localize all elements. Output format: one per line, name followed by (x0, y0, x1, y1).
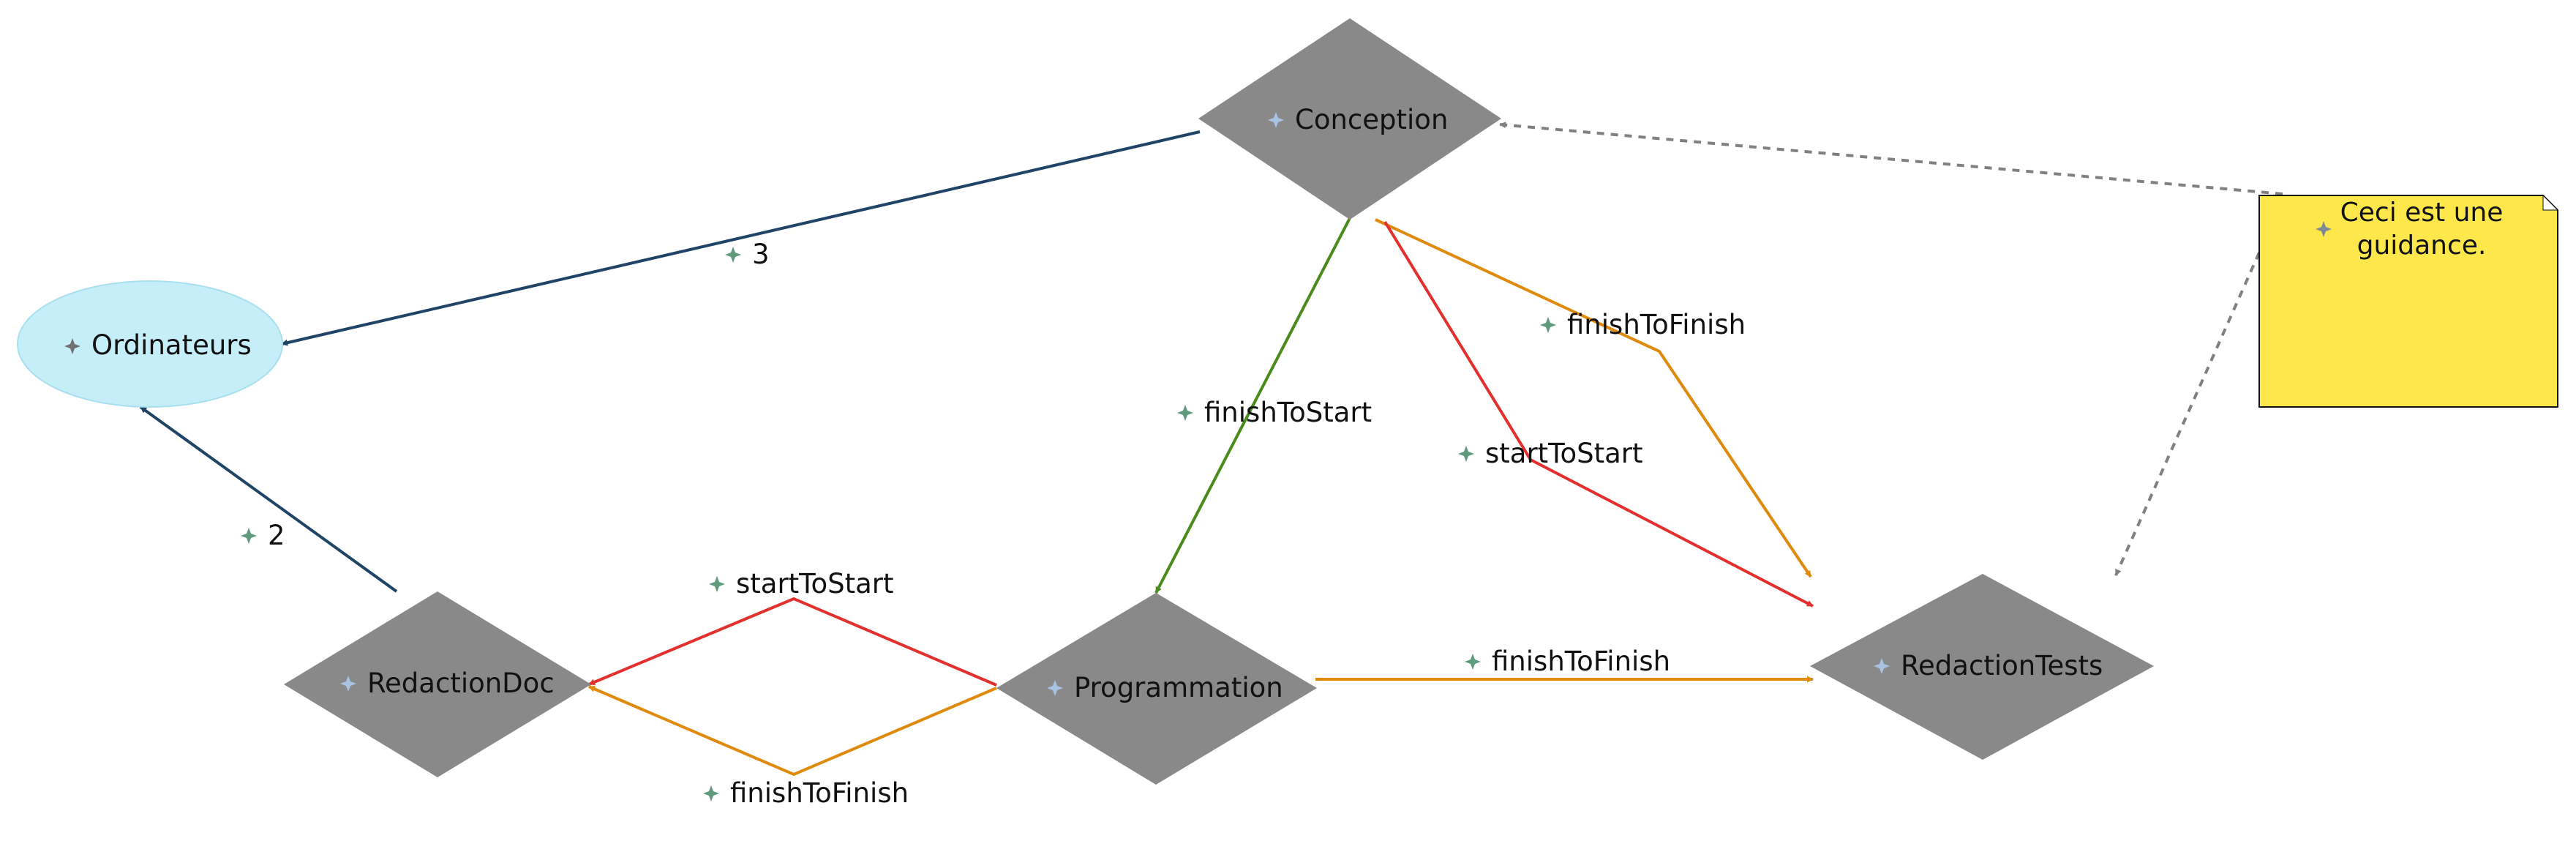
edge-programmation-to-redactiondoc-starttostart[interactable] (588, 597, 997, 687)
guidance-link-conception[interactable] (1499, 122, 2283, 195)
link-icon (241, 528, 257, 544)
edge-label-programmation-doc-ss: startToStart (709, 568, 894, 599)
link-icon (1540, 317, 1556, 333)
link-icon (703, 785, 719, 801)
activity-label: RedactionTests (1901, 650, 2103, 681)
edge-conception-to-redactiontests-starttostart[interactable] (1383, 220, 1814, 608)
resource-label: Ordinateurs (91, 329, 252, 361)
edge-conception-to-redactiontests-finishtofinish[interactable] (1375, 218, 1812, 578)
edge-label-text: finishToFinish (1567, 309, 1746, 340)
edge-label-conception-ordinateurs: 3 (725, 239, 770, 270)
edge-programmation-to-redactiondoc-finishtofinish[interactable] (588, 685, 997, 777)
edge-label-text: finishToStart (1204, 397, 1372, 428)
link-icon (1177, 405, 1193, 421)
edge-label-programmation-tests-ff: finishToFinish (1465, 646, 1670, 677)
link-icon (725, 247, 741, 263)
edge-label-text: finishToFinish (1492, 646, 1670, 677)
edge-conception-to-programmation-finishtostart[interactable] (1154, 217, 1351, 594)
activity-label: Conception (1295, 104, 1448, 135)
edge-label-text: finishToFinish (730, 777, 909, 809)
edge-conception-to-ordinateurs[interactable] (281, 130, 1201, 346)
edge-label-conception-programmation: finishToStart (1177, 397, 1372, 428)
activity-node-redactiondoc[interactable]: RedactionDoc (284, 591, 591, 777)
activity-node-conception[interactable]: Conception (1198, 18, 1501, 220)
edge-label-text: 2 (268, 520, 285, 551)
resource-node-ordinateurs[interactable]: Ordinateurs (17, 280, 283, 408)
edge-label-text: startToStart (1485, 438, 1643, 469)
link-icon (709, 576, 725, 592)
edge-label-conception-tests-ss: startToStart (1458, 438, 1643, 469)
edge-label-redactiondoc-ordinateurs: 2 (241, 520, 285, 551)
note-line-2: guidance. (2357, 231, 2487, 261)
activity-label: Programmation (1074, 672, 1283, 703)
link-icon (1458, 446, 1474, 462)
guidance-note[interactable]: Ceci est une guidance. (2258, 194, 2559, 408)
note-line-1: Ceci est une (2340, 198, 2504, 228)
guidance-link-redactiontests[interactable] (2114, 252, 2261, 576)
edge-label-text: 3 (752, 239, 770, 270)
activity-node-redactiontests[interactable]: RedactionTests (1810, 574, 2154, 760)
activity-label: RedactionDoc (367, 668, 555, 699)
edge-label-programmation-doc-ff: finishToFinish (703, 777, 909, 809)
link-icon (1465, 654, 1481, 670)
activity-node-programmation[interactable]: Programmation (996, 593, 1317, 785)
edge-redactiondoc-to-ordinateurs[interactable] (139, 406, 398, 593)
edge-label-text: startToStart (736, 568, 894, 599)
edge-label-conception-tests-ff: finishToFinish (1540, 309, 1746, 340)
